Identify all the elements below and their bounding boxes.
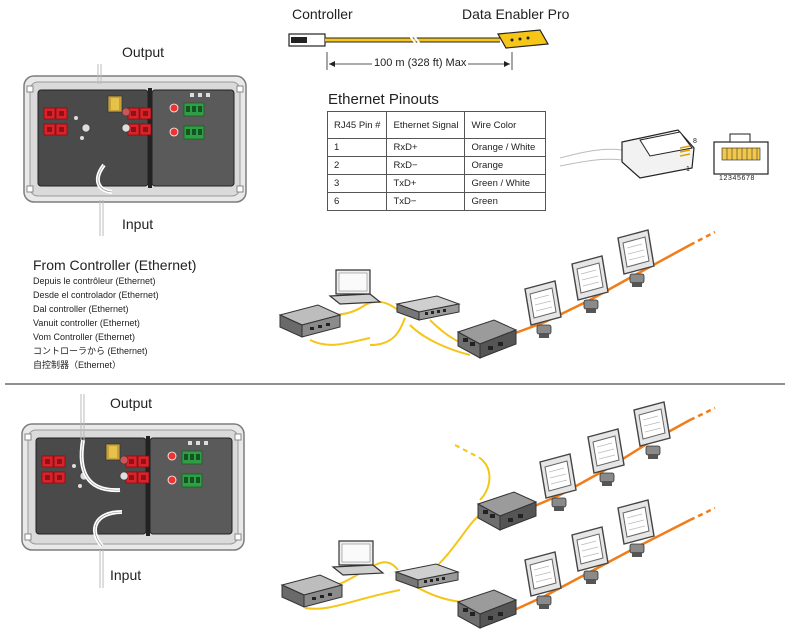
bottom-network <box>281 401 716 629</box>
pinouts-header-row: RJ45 Pin # Ethernet Signal Wire Color <box>326 111 547 139</box>
translation-ja: コントローラから (Ethernet) <box>33 346 148 356</box>
rj45-plug <box>559 129 695 179</box>
pinouts-cell: 3 <box>326 174 388 193</box>
controller-label: Controller <box>292 6 353 22</box>
plug-pin-8-label: 8 <box>693 138 697 145</box>
translation-zh: 自控制器（Ethernet） <box>33 360 122 370</box>
distance-label: 100 m (328 ft) Max <box>374 57 467 69</box>
translations-list: Depuis le contrôleur (Ethernet) Desde el… <box>33 274 159 372</box>
bottom-input-label: Input <box>110 567 142 583</box>
mid-network <box>279 229 716 359</box>
pinouts-header-pin: RJ45 Pin # <box>326 111 388 139</box>
plug-pin-1-label: 1 <box>686 166 690 173</box>
translation-it: Dal controller (Ethernet) <box>33 304 129 314</box>
pinouts-cell: Green / White <box>464 174 547 193</box>
pinouts-cell: Green <box>464 192 547 211</box>
translation-nl: Vanuit controller (Ethernet) <box>33 318 140 328</box>
enabler-label: Data Enabler Pro <box>462 6 570 22</box>
top-enclosure <box>24 64 246 236</box>
pinouts-header-color: Wire Color <box>464 111 547 139</box>
pinouts-cell: TxD+ <box>386 174 466 193</box>
pinouts-cell: 2 <box>326 156 388 175</box>
pinouts-header-signal: Ethernet Signal <box>386 111 466 139</box>
controller-cable <box>288 29 549 70</box>
pinouts-cell: RxD− <box>386 156 466 175</box>
pinouts-title: Ethernet Pinouts <box>328 91 439 108</box>
pinouts-cell: RxD+ <box>386 138 466 157</box>
pinouts-cell: Orange <box>464 156 547 175</box>
top-input-label: Input <box>122 216 154 232</box>
pinouts-cell: 6 <box>326 192 388 211</box>
rj45-jack-front <box>713 133 769 175</box>
table-row: 3 TxD+ Green / White <box>326 174 547 193</box>
translation-de: Vom Controller (Ethernet) <box>33 332 136 342</box>
pinouts-cell: 1 <box>326 138 388 157</box>
bottom-output-label: Output <box>110 395 153 411</box>
jack-pin-numbers: 12345678 <box>719 175 755 182</box>
top-output-label: Output <box>122 44 165 60</box>
table-row: 2 RxD− Orange <box>326 156 547 175</box>
table-row: 6 TxD− Green <box>326 192 547 211</box>
pinouts-cell: Orange / White <box>464 138 547 157</box>
pinouts-table: RJ45 Pin # Ethernet Signal Wire Color 1 … <box>326 111 547 211</box>
pinouts-cell: TxD− <box>386 192 466 211</box>
bottom-enclosure <box>22 394 244 588</box>
table-row: 1 RxD+ Orange / White <box>326 138 547 157</box>
translation-fr: Depuis le contrôleur (Ethernet) <box>33 276 156 286</box>
from-controller-title: From Controller (Ethernet) <box>33 257 197 273</box>
translation-es: Desde el controlador (Ethernet) <box>33 290 159 300</box>
